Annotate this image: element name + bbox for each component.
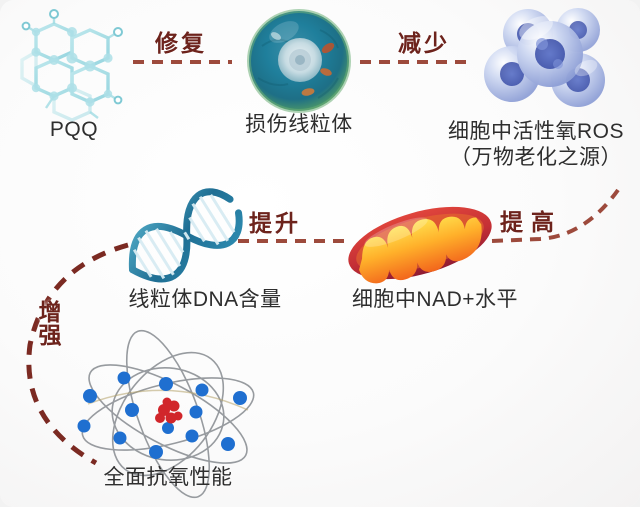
caption-antioxidant: 全面抗氧性能: [103, 466, 233, 489]
caption-pqq: PQQ: [49, 118, 99, 141]
caption-damaged-mitochondria: 损伤线粒体: [245, 113, 353, 136]
mitochondrion-icon: [348, 206, 492, 284]
dna-helix-icon: [128, 188, 243, 283]
node-ros: [482, 4, 612, 116]
node-antioxidant: [68, 329, 268, 499]
node-dna: [116, 188, 244, 292]
ros-cell-cluster-icon: [484, 8, 605, 107]
arrow-label-reduce: 减少: [398, 30, 450, 56]
arrow-label-raise: 提高: [500, 209, 562, 235]
arrow-label-enhance: 增强: [35, 300, 61, 346]
damaged-cell-icon: [247, 9, 351, 113]
arrow-enhance-curve: [26, 242, 129, 466]
atom-icon: [77, 329, 255, 499]
node-damaged-mitochondria: [240, 6, 358, 118]
caption-ros-line1: 细胞中活性氧ROS: [447, 120, 624, 143]
node-pqq: [14, 8, 134, 123]
arrow-label-increase-dna: 提升: [249, 210, 301, 236]
caption-ros-line2: （万物老化之源）: [450, 146, 622, 169]
caption-dna: 线粒体DNA含量: [128, 288, 282, 311]
caption-nad: 细胞中NAD+水平: [351, 288, 519, 311]
pqq-molecule-icon: [20, 9, 123, 122]
arrow-label-repair: 修复: [155, 30, 207, 56]
node-nad: [340, 196, 500, 290]
